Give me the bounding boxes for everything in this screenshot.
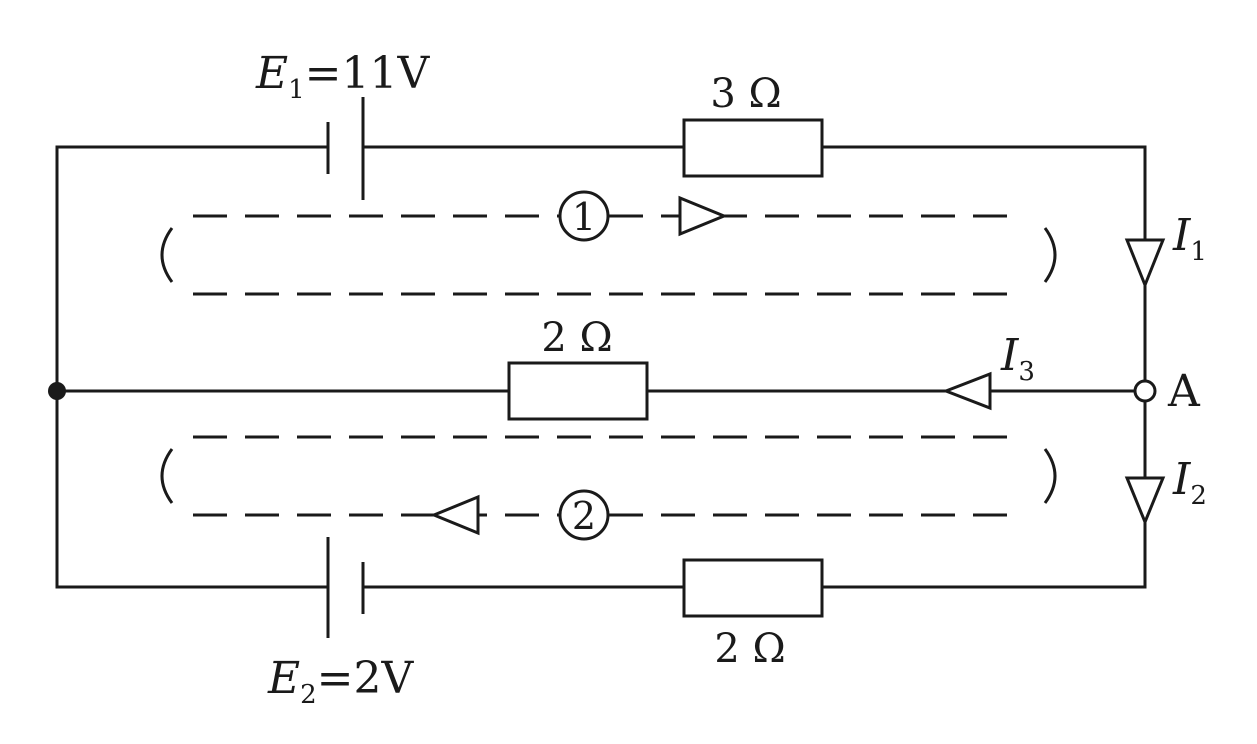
current-i2-symbol: I [1172, 454, 1192, 505]
node-a-marker [1133, 379, 1157, 403]
loop-2-left-bracket [160, 448, 174, 504]
loop-2-right-bracket [1043, 448, 1057, 504]
top-branch [55, 97, 1147, 391]
top-wire-right [822, 145, 1147, 380]
loop-1-label-circle [558, 190, 610, 242]
battery-e1-label: E1=11V [255, 48, 431, 105]
resistor-top-label: 3 Ω [710, 71, 781, 117]
current-i1-symbol: I [1172, 210, 1192, 261]
battery-e2-subscript: 2 [300, 680, 317, 710]
current-i3-symbol: I [1000, 330, 1020, 381]
current-i2-arrow [1124, 476, 1166, 526]
resistor-middle [507, 361, 649, 421]
current-i1-label: I1 [1172, 210, 1207, 267]
current-i2-label: I2 [1172, 454, 1207, 511]
loop-2: 2 [160, 435, 1057, 541]
loop-1: 1 [160, 190, 1057, 296]
battery-e1-symbol: E [255, 48, 288, 99]
current-i2-subscript: 2 [1190, 481, 1207, 511]
node-a-label: A [1167, 366, 1201, 417]
current-i3-arrow [941, 371, 992, 411]
bottom-branch [55, 391, 1147, 638]
bottom-wire-right [822, 402, 1147, 589]
loop-1-direction-arrow [678, 195, 728, 237]
battery-e1-value: =11V [305, 48, 431, 99]
resistor-top [682, 118, 824, 178]
current-i1-subscript: 1 [1190, 237, 1207, 267]
resistor-middle-label: 2 Ω [541, 315, 612, 361]
battery-e1 [326, 97, 365, 200]
current-i1-arrow [1124, 238, 1166, 290]
loop-1-right-bracket [1043, 227, 1057, 283]
current-i3-subscript: 3 [1018, 357, 1035, 387]
resistor-bottom-label: 2 Ω [714, 626, 785, 672]
left-junction-dot [48, 382, 66, 400]
battery-e1-subscript: 1 [288, 75, 305, 105]
battery-e2-value: =2V [317, 653, 415, 704]
top-wire-left [55, 145, 328, 391]
current-i3-label: I3 [1000, 330, 1035, 387]
loop-1-number: 1 [572, 195, 596, 239]
loop-1-left-bracket [160, 227, 174, 283]
loop-2-direction-arrow [430, 494, 480, 536]
battery-e2 [326, 537, 365, 638]
battery-e2-symbol: E [267, 653, 300, 704]
middle-branch [57, 361, 1135, 421]
battery-e2-label: E2=2V [267, 653, 415, 710]
resistor-bottom [682, 558, 824, 618]
bottom-wire-left [55, 391, 328, 589]
loop-2-label-circle [558, 489, 610, 541]
loop-2-number: 2 [572, 494, 596, 538]
